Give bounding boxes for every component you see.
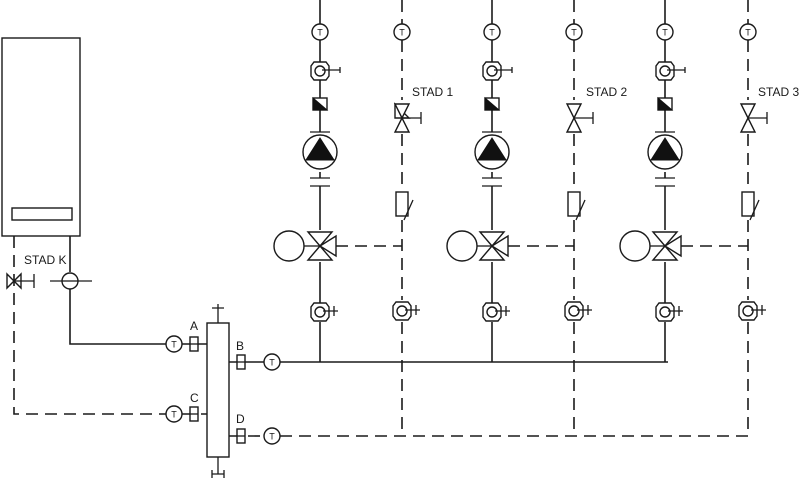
three-way-valve-icon xyxy=(619,230,748,262)
check-valve-icon xyxy=(741,191,760,221)
shutoff-valve-icon xyxy=(564,301,592,321)
shutoff-valve-icon xyxy=(392,301,420,321)
actuator xyxy=(446,230,478,262)
svg-text:T: T xyxy=(269,432,275,442)
pump-icon xyxy=(474,131,510,187)
stad-2-label: STAD 2 xyxy=(586,85,627,99)
svg-text:T: T xyxy=(571,28,577,38)
svg-text:T: T xyxy=(269,358,275,368)
thermometer-icon: T xyxy=(393,23,411,41)
boiler xyxy=(1,37,81,237)
stad-k-label: STAD K xyxy=(24,253,66,267)
svg-text:T: T xyxy=(317,28,323,38)
check-valve-icon xyxy=(657,96,674,111)
shutoff-valve-icon xyxy=(655,302,683,322)
balancing-valve-icon: STAD 2 xyxy=(565,85,627,133)
shutoff-valve-icon xyxy=(482,302,510,322)
port-a-fitting: A xyxy=(189,319,199,352)
actuator xyxy=(619,230,651,262)
check-valve-icon xyxy=(484,96,501,111)
thermometer-icon: T xyxy=(165,335,183,353)
shutoff-valve-icon xyxy=(482,61,513,81)
thermometer-icon: T xyxy=(483,23,501,41)
check-valve-icon xyxy=(567,191,586,221)
actuator xyxy=(273,230,305,262)
pump-icon xyxy=(647,131,683,187)
port-c-fitting: C xyxy=(189,391,199,422)
svg-text:T: T xyxy=(171,410,177,420)
svg-text:T: T xyxy=(171,340,177,350)
stad-1-label: STAD 1 xyxy=(412,85,453,99)
three-way-valve-icon xyxy=(446,230,574,262)
thermometer-icon: T xyxy=(656,23,674,41)
port-b-label: B xyxy=(236,339,244,353)
boiler-check-valve xyxy=(61,272,79,290)
pump-icon xyxy=(302,131,338,187)
svg-text:T: T xyxy=(489,28,495,38)
boiler-display xyxy=(11,207,73,221)
thermometer-icon: T xyxy=(165,405,183,423)
port-d-label: D xyxy=(236,412,245,426)
shutoff-valve-icon xyxy=(310,302,338,322)
balancing-valve-icon: STAD 3 xyxy=(739,85,799,133)
shutoff-valve-icon xyxy=(738,301,766,321)
thermometer-icon: T xyxy=(739,23,757,41)
shutoff-valve-icon xyxy=(310,61,341,81)
three-way-valve-icon xyxy=(273,230,402,262)
thermometer-icon: T xyxy=(263,427,281,445)
port-c-label: C xyxy=(190,391,199,405)
port-d-fitting: D xyxy=(236,412,246,444)
svg-text:T: T xyxy=(662,28,668,38)
thermometer-icon: T xyxy=(565,23,583,41)
heating-circuit-3: T T xyxy=(619,0,799,436)
port-a-label: A xyxy=(190,319,198,333)
heating-circuit-1: T T xyxy=(273,0,453,436)
stad-k-valve: STAD K xyxy=(6,253,66,290)
balancing-valve-icon: STAD 1 xyxy=(393,85,453,133)
svg-text:T: T xyxy=(745,28,751,38)
thermometer-icon: T xyxy=(311,23,329,41)
hydraulic-separator xyxy=(206,304,230,478)
stad-3-label: STAD 3 xyxy=(758,85,799,99)
svg-text:T: T xyxy=(399,28,405,38)
check-valve-icon xyxy=(395,191,414,221)
thermometer-icon: T xyxy=(263,353,281,371)
port-b-fitting: B xyxy=(236,339,246,370)
shutoff-valve-icon xyxy=(655,61,686,81)
check-valve-icon xyxy=(312,96,329,111)
heating-circuit-2: T T xyxy=(446,0,627,436)
